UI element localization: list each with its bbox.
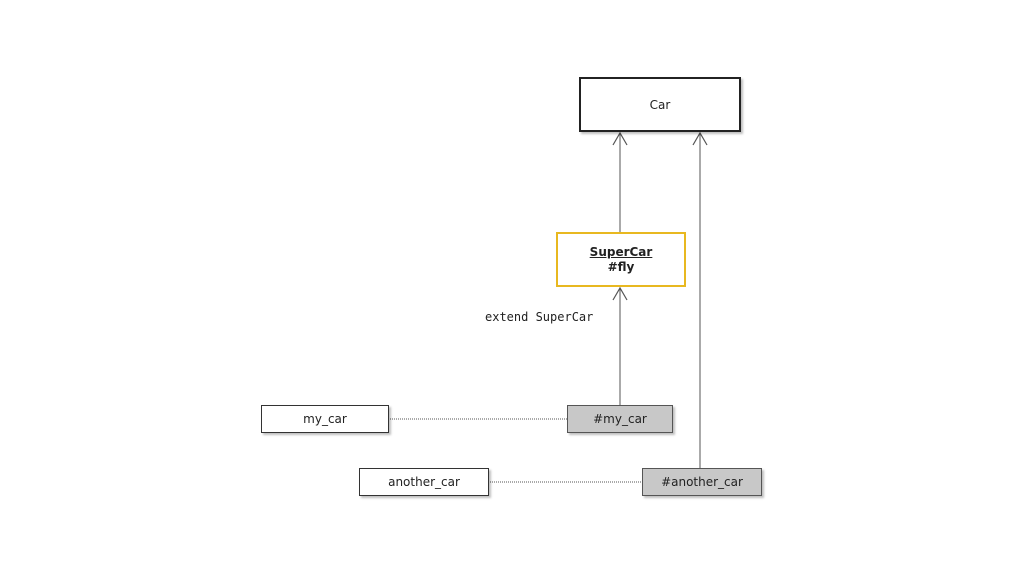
supercar-module-box: SuperCar #fly [556,232,686,287]
supercar-method-label: #fly [607,259,635,274]
another-car-singleton-box: #another_car [642,468,762,496]
another-car-singleton-label: #another_car [661,475,743,489]
car-class-box: Car [579,77,741,132]
extend-edge-label: extend SuperCar [485,310,594,324]
my-car-object-box: my_car [261,405,389,433]
car-class-label: Car [649,97,671,112]
arrowhead-supercar-to-car [612,131,628,146]
my-car-singleton-box: #my_car [567,405,673,433]
arrowhead-my-car-singleton-to-supercar [612,286,628,301]
supercar-module-label: SuperCar [589,244,653,259]
my-car-label: my_car [303,412,347,426]
another-car-label: another_car [388,475,460,489]
my-car-singleton-label: #my_car [593,412,647,426]
another-car-object-box: another_car [359,468,489,496]
arrowhead-another-car-singleton-to-car [692,131,708,146]
